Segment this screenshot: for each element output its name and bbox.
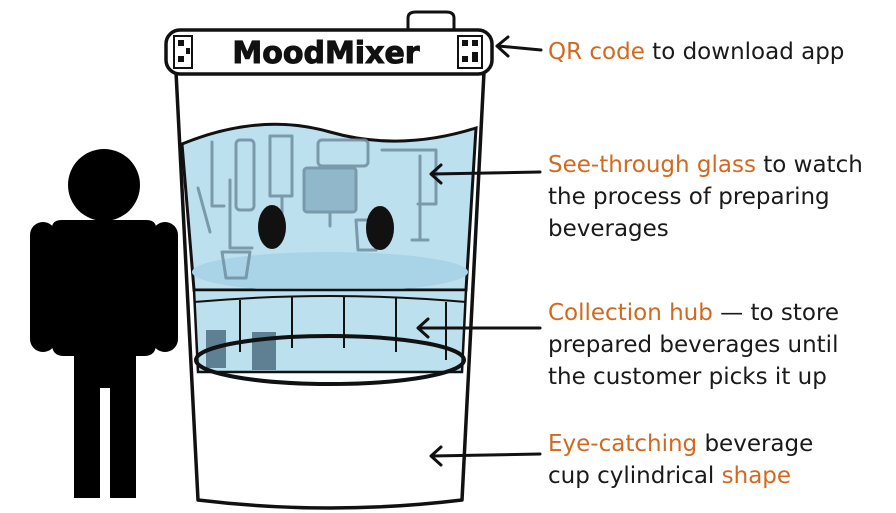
cup-lid: MoodMixer [166,12,492,74]
annotation-glass-line2: the process of preparing [548,181,863,213]
brand-logo: MoodMixer [232,36,419,71]
annotation-cup: Eye-catching beverage cup cylindrical sh… [548,428,813,492]
annotation-cup-line2: cup cylindrical [548,463,722,489]
annotation-cup-highlight2: shape [722,463,791,489]
arrow-left-icon [497,37,541,56]
annotation-glass-highlight: See-through glass [548,152,756,178]
annotation-qr-text: to download app [645,39,845,65]
annotation-hub: Collection hub — to store prepared bever… [548,297,839,393]
annotation-qr-highlight: QR code [548,39,645,65]
annotation-glass-line1: to watch [756,152,863,178]
annotation-hub-line1: — to store [713,300,839,326]
collection-hub [194,290,466,384]
annotation-cup-highlight1: Eye-catching [548,431,697,457]
annotation-hub-line2: prepared beverages until [548,329,839,361]
annotation-qr: QR code to download app [548,36,844,68]
annotation-hub-highlight: Collection hub [548,300,713,326]
annotation-glass: See-through glass to watch the process o… [548,149,863,245]
annotation-glass-line3: beverages [548,213,863,245]
person-icon [30,149,178,498]
cup [176,72,484,508]
annotation-cup-line1: beverage [697,431,813,457]
annotation-hub-line3: the customer picks it up [548,361,839,393]
